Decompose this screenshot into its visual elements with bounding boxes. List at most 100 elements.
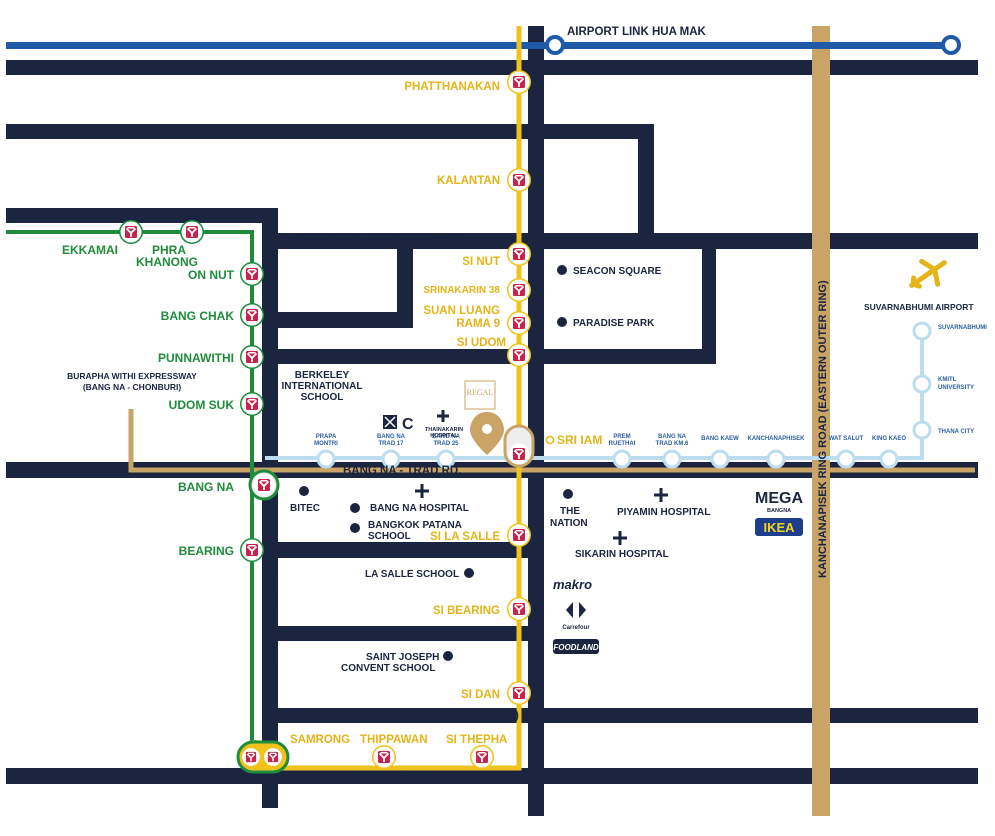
poi-dot-the-nation — [563, 489, 573, 499]
road-labels: RAMA 9 RD. PHATTHANAKAN RD. ON NUT RD. (… — [30, 26, 829, 783]
label-kanchanaphisek: KANCHANAPHISEK — [747, 436, 805, 442]
label-ekkamai: EKKAMAI — [62, 243, 118, 257]
airport-link-end-station — [941, 35, 961, 55]
poi-dot-la-salle-school — [464, 568, 474, 578]
label-bang-na-25a: BANG NA — [432, 434, 461, 440]
regal-location-pin-icon: REGAL — [464, 380, 504, 455]
label-bang-na-hospital: BANG NA HOSPITAL — [370, 503, 469, 514]
road-label-thepharak: THEPHARAK RD. — [348, 771, 443, 783]
foodland-logo-box — [553, 639, 599, 654]
foodland-logo: FOODLAND — [553, 643, 599, 652]
poi-dot-seacon — [557, 265, 567, 275]
light-blue-stations — [316, 321, 932, 469]
label-suan-luang-2: RAMA 9 — [456, 318, 500, 330]
label-saint-joseph-2: CONVENT SCHOOL — [341, 663, 435, 674]
station-bang-na-trad-17 — [381, 449, 401, 469]
bearing-road — [264, 626, 544, 641]
hospital-cross-icon-3 — [654, 488, 668, 502]
road-label-kanchanapisek: KANCHANAPISEK RING ROAD (EASTERN OUTER R… — [817, 280, 829, 578]
yellow-station-labels: PHATTHANAKAN KALANTAN SI NUT SRINAKARIN … — [290, 81, 602, 746]
hospital-cross-icon — [437, 410, 449, 422]
sukhumvit-top-left — [6, 208, 276, 223]
label-prem: PREM — [613, 434, 630, 440]
label-montri: MONTRI — [314, 441, 338, 447]
label-king-kaeo: KING KAEO — [872, 436, 906, 442]
label-thana-city: THANA CITY — [938, 429, 974, 435]
label-km6a: BANG NA — [658, 434, 687, 440]
station-suvarnabhumi — [912, 321, 932, 341]
label-km6b: TRAD KM.6 — [656, 441, 689, 447]
label-kmitl-2: UNIVERSITY — [938, 385, 974, 391]
carrefour-icon — [566, 602, 586, 618]
green-line-stations — [119, 220, 280, 562]
burapha-expressway — [128, 409, 975, 473]
road-label-phatthanakan: PHATTHANAKAN RD. — [232, 125, 351, 137]
label-si-iam: SRI IAM — [557, 433, 602, 447]
label-bang-na: BANG NA — [178, 480, 234, 494]
poi-dot-bang-na-hospital — [350, 503, 360, 513]
green-station-labels: EKKAMAI PHRA KHANONG ON NUT BANG CHAK PU… — [62, 243, 235, 558]
label-patana-1: BANGKOK PATANA — [368, 520, 462, 531]
poi-dot-saint-joseph — [443, 651, 453, 661]
label-phra-khanong-1: PHRA — [152, 243, 186, 257]
mega-sub-logo: BANGNA — [767, 508, 791, 514]
label-prapa: PRAPA — [316, 434, 337, 440]
label-si-udom: SI UDOM — [457, 337, 506, 349]
label-samrong: SAMRONG — [290, 734, 350, 746]
station-king-kaeo — [879, 449, 899, 469]
yellow-line-stations — [236, 70, 535, 774]
station-bang-na-trad-km6 — [662, 449, 682, 469]
kanchanapisek-ring-road — [812, 26, 830, 816]
udomsuk-road — [264, 349, 715, 364]
green-line — [6, 230, 254, 755]
samrong-interchange — [236, 740, 290, 774]
label-kmitl-1: KMITL — [938, 377, 957, 383]
label-udom-suk: UDOM SUK — [169, 398, 235, 412]
station-kmitl — [912, 374, 932, 394]
road-label-bearing: BEARING (SUKHUMVIT 107) — [310, 628, 465, 640]
road-label-sukhumvit-101-1: SUKHUMVIT RD. 101/1 — [280, 315, 404, 327]
label-on-nut: ON NUT — [188, 268, 235, 282]
poi-dot-bitec — [299, 486, 309, 496]
label-saint-joseph-1: SAINT JOSEPH — [366, 652, 439, 663]
on-nut-46-road — [397, 233, 413, 328]
station-prem-ruethai — [612, 449, 632, 469]
station-bang-na-trad-25 — [436, 449, 456, 469]
poi-dot-paradise — [557, 317, 567, 327]
sukhumvit-101-1-road — [264, 312, 413, 328]
road-label-udomsuk: UDOMSUK RD. (SUKHUMVIT 103) — [288, 351, 472, 363]
srinakarin-road — [528, 26, 544, 816]
hospital-cross-icon-4 — [613, 531, 627, 545]
label-the-nation-1: THE — [560, 506, 580, 517]
station-bang-kaew — [710, 449, 730, 469]
road-label-rama9: RAMA 9 RD. — [248, 61, 315, 73]
road-label-wat-dan-samrong: WAT DAN SAMRONG RD.(SUKHUMVIT 113) — [282, 710, 519, 722]
airport-link-label: AIRPORT LINK HUA MAK — [567, 26, 707, 38]
label-phatthanakan: PHATTHANAKAN — [404, 81, 500, 93]
makro-logo: makro — [553, 577, 592, 592]
wat-dan-samrong-road — [264, 708, 978, 723]
brands: REGAL MEGA BANGNA IKEA makro Carrefour F… — [464, 380, 803, 654]
station-prapa-montri — [316, 449, 336, 469]
station-kanchanaphisek — [766, 449, 786, 469]
label-thainakarin-1: THAINAKARIN — [425, 427, 463, 433]
label-ruethai: RUETHAI — [609, 441, 636, 447]
label-piyamin-hospital: PIYAMIN HOSPITAL — [617, 507, 710, 518]
road-label-sukhumvit: SUKHUMVIT RD. — [266, 574, 278, 665]
hospital-cross-icon-2 — [415, 484, 429, 498]
airport-link-hua-mak-station — [545, 35, 565, 55]
light-blue-line — [265, 325, 924, 460]
label-phra-khanong-2: KHANONG — [136, 255, 198, 269]
ikea-logo-box — [755, 518, 803, 536]
label-si-la-salle: SI LA SALLE — [430, 531, 500, 543]
phatthanakan-road — [6, 124, 654, 139]
school-logo-icon — [383, 415, 397, 429]
label-bitec: BITEC — [290, 503, 320, 514]
label-suan-luang-1: SUAN LUANG — [423, 305, 500, 317]
label-berkeley-1: BERKELEY — [295, 370, 350, 381]
label-bang-na-17a: BANG NA — [377, 434, 406, 440]
seacon-block-east — [702, 249, 716, 364]
mega-logo: MEGA — [755, 490, 803, 507]
station-thana-city — [912, 420, 932, 440]
